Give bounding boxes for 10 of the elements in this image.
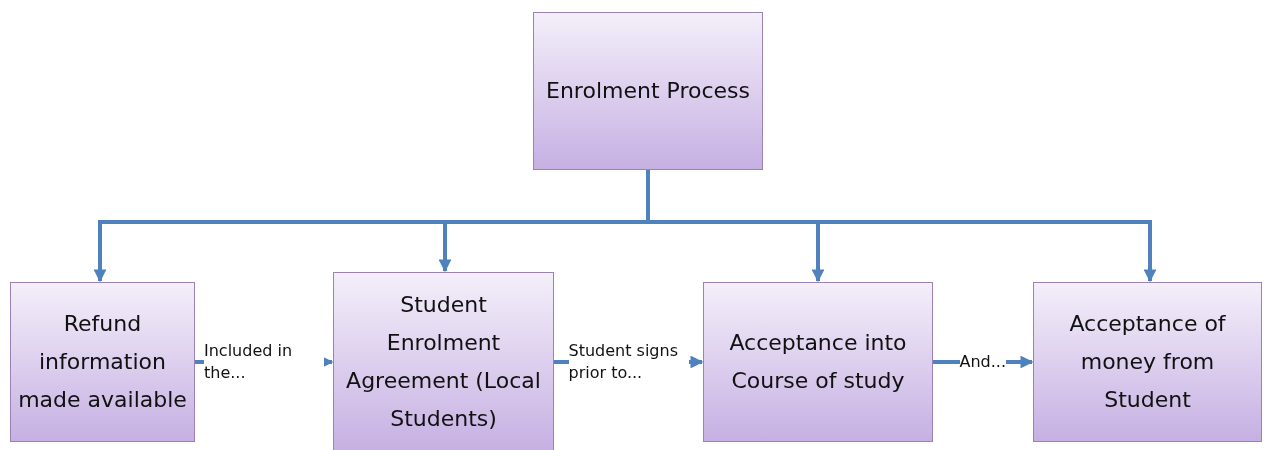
box-text: Student Enrolment Agreement (Local Students) bbox=[345, 291, 542, 433]
box-text: Refund information made available bbox=[17, 310, 188, 414]
process-box bbox=[1033, 282, 1262, 442]
process-box bbox=[533, 12, 763, 170]
process-box bbox=[333, 272, 554, 450]
box-text: Acceptance into Course of study bbox=[728, 329, 908, 395]
process-box bbox=[703, 282, 933, 442]
process-box bbox=[10, 282, 195, 442]
box-text: Acceptance of money from Student bbox=[1068, 310, 1227, 414]
box-text: Enrolment Process bbox=[546, 77, 750, 105]
